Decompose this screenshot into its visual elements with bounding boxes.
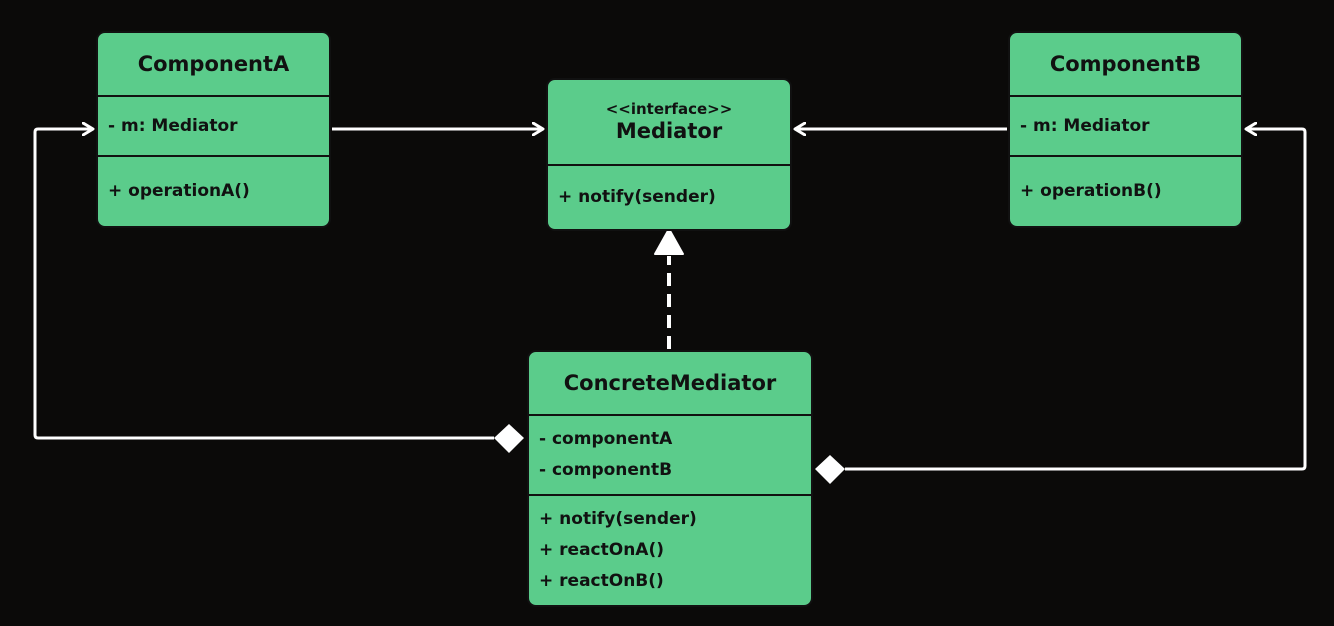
class-componentb-name: ComponentB [1049,52,1202,76]
operation-row: + notify(sender) [558,187,716,207]
class-componentb: ComponentB - m: Mediator + operationB() [1008,31,1243,228]
class-componenta-header: ComponentA [98,33,329,97]
class-concretemediator-header: ConcreteMediator [529,352,811,416]
class-concretemediator-attributes: - componentA - componentB [529,416,811,496]
class-concretemediator: ConcreteMediator - componentA - componen… [527,350,813,607]
interface-stereotype: <<interface>> [605,100,733,118]
aggregation-componentb-diamond [815,455,845,484]
class-concretemediator-name: ConcreteMediator [563,371,777,395]
class-componenta-name: ComponentA [137,52,290,76]
attribute-row: - componentA [539,429,673,449]
interface-mediator: <<interface>> Mediator + notify(sender) [546,78,792,231]
class-componenta-attributes: - m: Mediator [98,97,329,157]
aggregation-componentb-line [845,129,1307,471]
attribute-row: - m: Mediator [1020,115,1150,136]
operation-row: + operationA() [108,181,250,201]
interface-mediator-operations: + notify(sender) [548,166,790,229]
interface-mediator-name: Mediator [615,119,723,143]
aggregation-componenta-line [33,129,494,440]
operation-row: + reactOnA() [539,540,665,560]
class-componenta-operations: + operationA() [98,157,329,226]
class-componentb-header: ComponentB [1010,33,1241,97]
class-componentb-operations: + operationB() [1010,157,1241,226]
operation-row: + notify(sender) [539,509,697,529]
interface-mediator-header: <<interface>> Mediator [548,80,790,166]
attribute-row: - m: Mediator [108,115,238,136]
operation-row: + operationB() [1020,181,1162,201]
realization-triangle [654,228,684,255]
class-componentb-attributes: - m: Mediator [1010,97,1241,157]
class-concretemediator-operations: + notify(sender) + reactOnA() + reactOnB… [529,496,811,605]
attribute-row: - componentB [539,460,673,480]
aggregation-componenta-diamond [494,424,524,453]
operation-row: + reactOnB() [539,571,664,591]
class-componenta: ComponentA - m: Mediator + operationA() [96,31,331,228]
